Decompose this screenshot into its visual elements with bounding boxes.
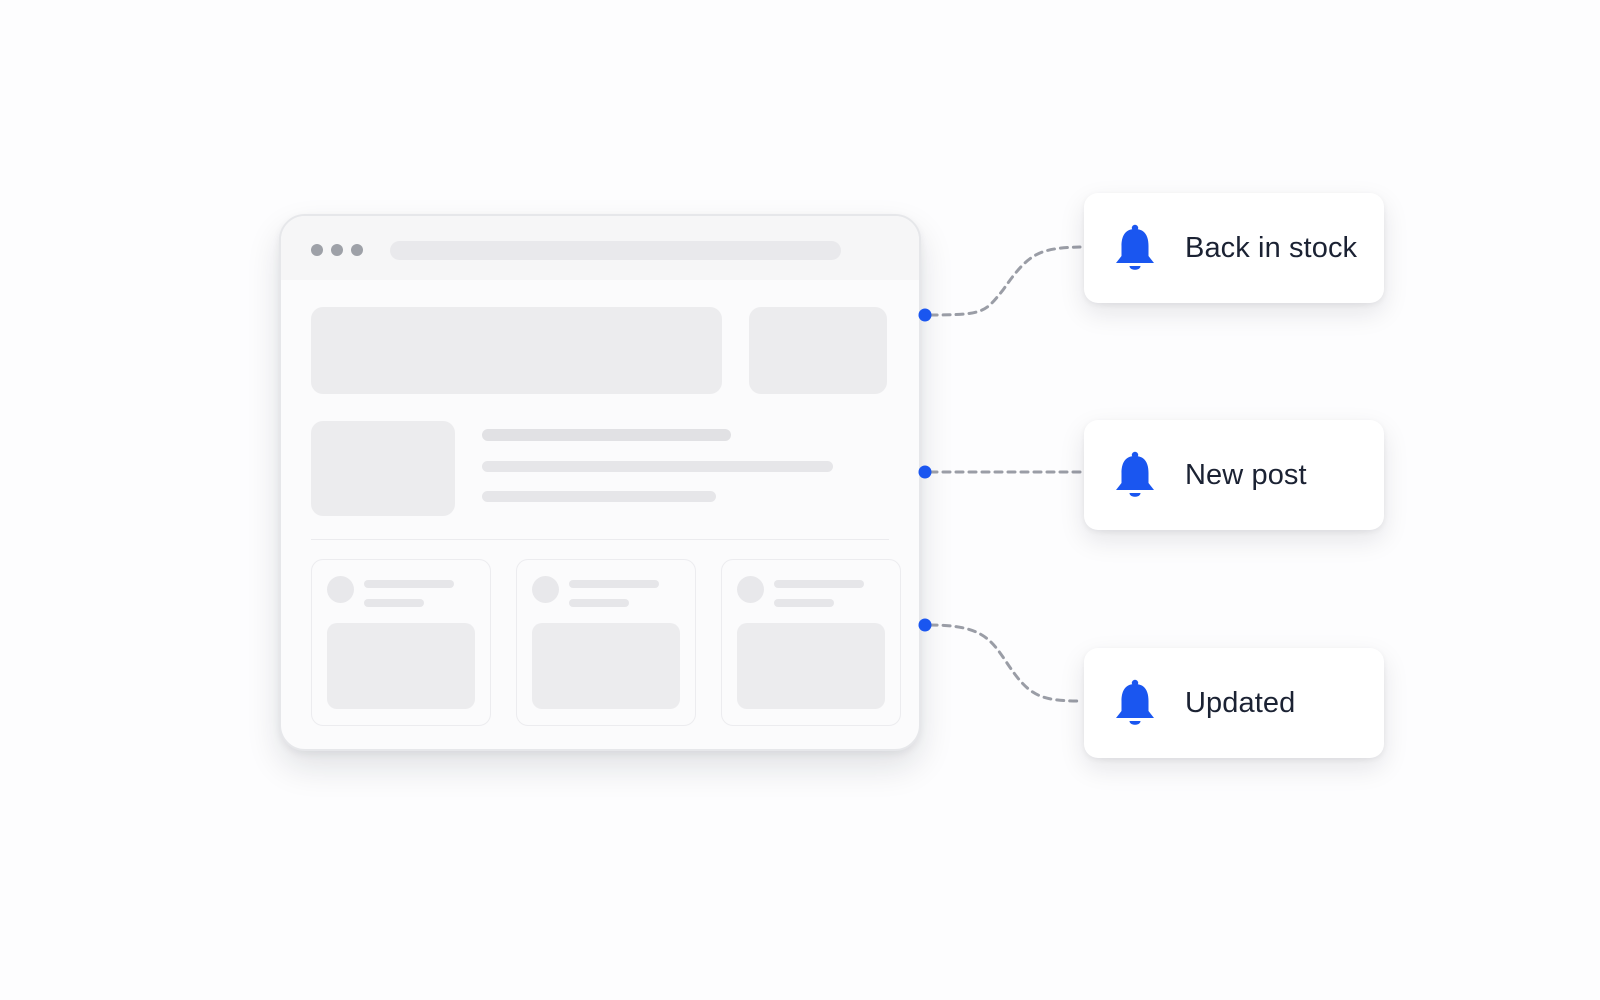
text-line-placeholder — [482, 429, 731, 441]
card-placeholder — [516, 559, 696, 726]
image-placeholder — [737, 623, 885, 709]
image-placeholder — [532, 623, 680, 709]
side-placeholder — [749, 307, 887, 394]
window-control-dot — [311, 244, 323, 256]
browser-window — [279, 214, 921, 751]
text-line-placeholder — [569, 599, 629, 607]
bell-icon — [1116, 451, 1154, 497]
bell-icon — [1116, 224, 1154, 270]
address-bar — [390, 241, 841, 260]
thumbnail-placeholder — [311, 421, 455, 516]
window-control-dot — [351, 244, 363, 256]
window-control-dot — [331, 244, 343, 256]
notification-label: Back in stock — [1185, 232, 1358, 264]
text-line-placeholder — [364, 599, 424, 607]
text-line-placeholder — [482, 491, 716, 502]
notification-new-post: New post — [1084, 420, 1384, 530]
avatar-placeholder — [532, 576, 559, 603]
text-line-placeholder — [774, 599, 834, 607]
content-divider — [311, 539, 889, 540]
card-placeholder — [311, 559, 491, 726]
notification-label: New post — [1185, 459, 1307, 491]
text-line-placeholder — [569, 580, 659, 588]
text-line-placeholder — [364, 580, 454, 588]
bell-icon — [1116, 679, 1154, 725]
avatar-placeholder — [737, 576, 764, 603]
text-line-placeholder — [482, 461, 833, 472]
hero-placeholder — [311, 307, 722, 394]
notification-updated: Updated — [1084, 648, 1384, 758]
connector-back-in-stock — [928, 245, 1082, 317]
browser-toolbar — [281, 216, 919, 280]
connector-updated — [928, 623, 1082, 703]
notification-back-in-stock: Back in stock — [1084, 193, 1384, 303]
avatar-placeholder — [327, 576, 354, 603]
card-placeholder — [721, 559, 901, 726]
notification-label: Updated — [1185, 687, 1296, 719]
text-line-placeholder — [774, 580, 864, 588]
image-placeholder — [327, 623, 475, 709]
